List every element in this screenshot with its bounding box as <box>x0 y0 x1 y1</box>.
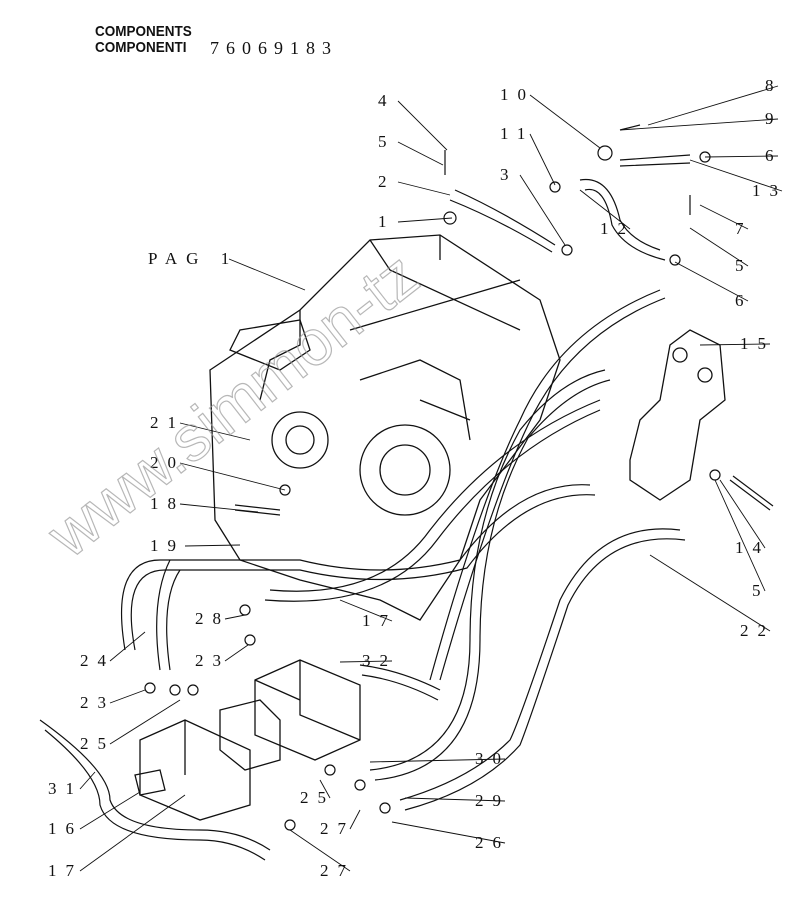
callout-label-6: 6 <box>735 291 753 310</box>
leader-line <box>647 85 779 126</box>
callout-label-17: 17 <box>362 611 397 630</box>
callout-label-22: 22 <box>740 621 775 640</box>
callout-label-23: 23 <box>80 693 115 712</box>
leader-line <box>529 94 601 149</box>
callout-label-5: 5 <box>735 256 753 275</box>
valve-block-15 <box>629 329 726 501</box>
callout-label-12: 12 <box>600 219 635 238</box>
leader-line <box>699 204 749 230</box>
callout-label-18: 18 <box>150 494 185 513</box>
callout-label-6: 6 <box>765 146 783 165</box>
leader-line <box>179 422 251 441</box>
leader-line <box>529 133 556 186</box>
callout-label-pag-1: PAG 1 <box>148 249 238 268</box>
hoses <box>39 154 691 861</box>
leader-line <box>699 343 771 346</box>
leader-line <box>109 699 181 745</box>
leader-line <box>579 189 631 230</box>
callout-label-4: 4 <box>378 91 396 110</box>
leader-line <box>397 181 451 196</box>
callout-label-1: 1 <box>378 212 396 231</box>
leader-line <box>224 644 249 662</box>
callout-label-24: 24 <box>80 651 115 670</box>
callout-label-16: 16 <box>48 819 83 838</box>
leader-line <box>649 554 771 632</box>
header-components: COMPONENTS <box>95 23 192 40</box>
callout-label-23: 23 <box>195 651 230 670</box>
callout-label-10: 10 <box>500 85 535 104</box>
leader-line <box>519 174 566 246</box>
callout-label-25: 25 <box>80 734 115 753</box>
leader-line <box>369 758 506 763</box>
callout-label-19: 19 <box>150 536 185 555</box>
callout-label-13: 13 <box>752 181 787 200</box>
watermark: www.simmon-tz <box>34 238 432 571</box>
leader-line <box>689 159 783 192</box>
callout-label-9: 9 <box>765 109 783 128</box>
leader-line <box>689 227 749 267</box>
leader-line <box>714 479 766 592</box>
callout-label-26: 26 <box>475 833 510 852</box>
leader-line <box>79 791 141 830</box>
callout-label-11: 11 <box>500 124 534 143</box>
leader-line <box>397 141 444 166</box>
callout-label-31: 31 <box>48 779 83 798</box>
callout-label-20: 20 <box>150 453 185 472</box>
leader-line <box>179 503 259 513</box>
callout-label-7: 7 <box>735 219 753 238</box>
leader-line <box>179 462 286 491</box>
callout-label-28: 28 <box>195 609 230 628</box>
callout-label-17: 17 <box>48 861 83 880</box>
leader-line <box>79 794 186 872</box>
callout-label-32: 32 <box>362 651 397 670</box>
leader-line <box>339 599 393 622</box>
leader-line <box>228 258 306 291</box>
leader-line <box>674 261 749 302</box>
leader-line <box>391 821 506 844</box>
leader-line <box>319 779 331 799</box>
callout-label-25: 25 <box>300 788 335 807</box>
transmission-housing <box>209 234 561 621</box>
callout-label-5: 5 <box>752 581 770 600</box>
leader-line <box>224 614 246 620</box>
callout-label-5: 5 <box>378 132 396 151</box>
leader-line <box>719 479 766 549</box>
leader-line <box>397 217 453 223</box>
leader-line <box>404 797 506 802</box>
callout-label-27: 27 <box>320 819 355 838</box>
callout-label-21: 21 <box>150 413 185 432</box>
callout-label-30: 30 <box>475 749 510 768</box>
header-componenti: COMPONENTI <box>95 39 187 56</box>
part-number: 76069183 <box>210 38 338 58</box>
leader-line <box>397 100 448 151</box>
fittings <box>144 124 774 831</box>
callout-label-15: 15 <box>740 334 775 353</box>
callout-label-3: 3 <box>500 165 518 184</box>
callout-label-27: 27 <box>320 861 355 880</box>
callout-label-2: 2 <box>378 172 396 191</box>
leader-line <box>704 155 779 158</box>
leader-line <box>79 771 96 790</box>
leader-line <box>339 660 393 663</box>
leader-line <box>349 809 361 830</box>
callout-label-14: 14 <box>735 538 770 557</box>
leader-line <box>184 544 241 547</box>
leader-line <box>619 118 779 131</box>
leader-line <box>109 631 146 662</box>
solenoid-valves <box>134 659 361 821</box>
leader-line <box>109 689 146 704</box>
callout-label-8: 8 <box>765 76 783 95</box>
leader-line <box>289 829 351 872</box>
